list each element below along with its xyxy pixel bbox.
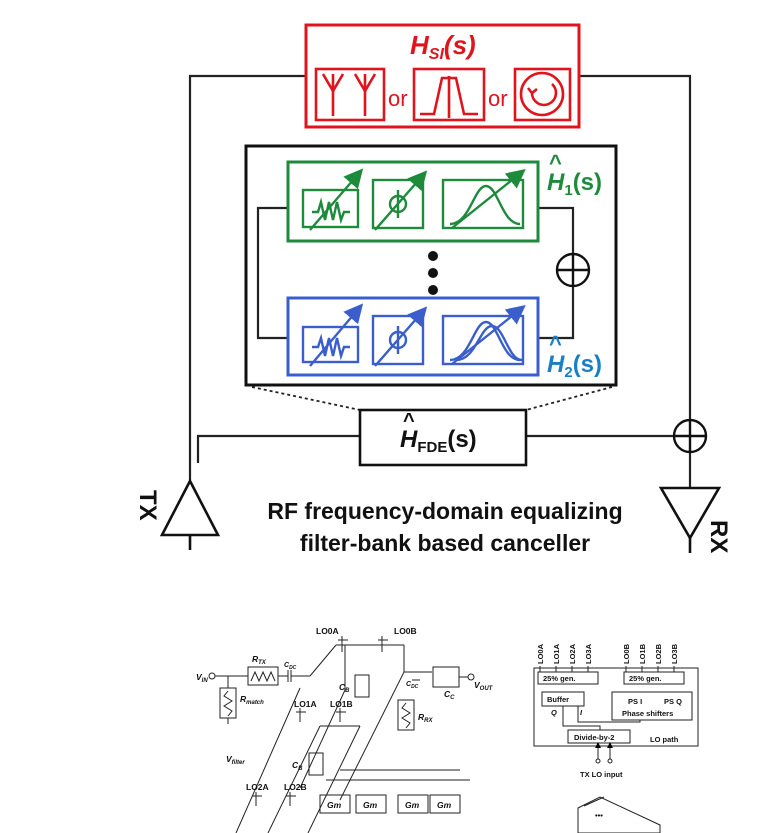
svg-text:Vfilter: Vfilter — [226, 754, 245, 766]
svg-text:Gm: Gm — [363, 800, 378, 810]
svg-text:LO3B: LO3B — [670, 643, 679, 664]
branch-2-filter: H2(s) ^ — [286, 296, 602, 381]
rx-amplifier-icon — [658, 486, 722, 553]
svg-text:Buffer: Buffer — [547, 695, 569, 704]
or-label-2: or — [488, 86, 508, 111]
svg-text:LO0A: LO0A — [316, 626, 339, 636]
si-label: HSI(s) — [410, 30, 476, 63]
or-label-1: or — [388, 86, 408, 111]
svg-text:RTX: RTX — [252, 654, 267, 666]
svg-text:LO1A: LO1A — [294, 699, 317, 709]
lo-path-block: LO0A LO1A LO2A LO3A LO0B LO1B LO2B LO3B … — [533, 643, 699, 833]
svg-text:LO1B: LO1B — [330, 699, 353, 709]
svg-text:PS Q: PS Q — [664, 697, 682, 706]
svg-text:25% gen.: 25% gen. — [543, 674, 576, 683]
branch-2-label: H2(s) — [547, 351, 602, 381]
svg-text:TX LO input: TX LO input — [580, 770, 623, 779]
svg-text:Gm: Gm — [327, 800, 342, 810]
svg-text:CC: CC — [444, 689, 455, 701]
svg-text:LO2B: LO2B — [654, 643, 663, 664]
svg-text:CB: CB — [339, 682, 350, 694]
antenna-pair-icon — [314, 67, 386, 122]
si-block: HSI(s) or or — [304, 23, 581, 129]
summer-node-outer — [672, 418, 708, 454]
svg-text:LO2A: LO2A — [246, 782, 269, 792]
dot — [428, 268, 438, 278]
circulator-icon — [513, 67, 572, 122]
branch-1-filter: H1(s) ^ — [286, 150, 602, 243]
svg-text:CDC: CDC — [406, 681, 419, 690]
zoom-lines — [251, 386, 613, 411]
caption-line-2: filter-bank based canceller — [300, 530, 590, 556]
svg-text:LO3A: LO3A — [584, 643, 593, 664]
tx-amplifier-icon — [159, 478, 221, 550]
hat-symbol: ^ — [549, 150, 562, 175]
svg-text:LO0B: LO0B — [622, 643, 631, 664]
svg-text:Q: Q — [551, 708, 557, 717]
outer-wires — [188, 74, 692, 488]
bandpass-filter-icon — [412, 67, 486, 122]
filter-bank-wiring — [256, 206, 575, 340]
dot — [428, 285, 438, 295]
hat-symbol: ^ — [403, 410, 415, 432]
hat-symbol: ^ — [549, 331, 562, 356]
svg-text:VIN: VIN — [196, 672, 208, 684]
svg-text:PS I: PS I — [628, 697, 642, 706]
svg-text:CB: CB — [292, 760, 303, 772]
rx-label: RX — [705, 520, 732, 553]
fde-label: HFDE(s) — [400, 426, 477, 456]
svg-text:LO2B: LO2B — [284, 782, 307, 792]
svg-text:LO0B: LO0B — [394, 626, 417, 636]
svg-text:Rmatch: Rmatch — [240, 694, 264, 706]
svg-text:25% gen.: 25% gen. — [629, 674, 662, 683]
svg-text:VOUT: VOUT — [474, 680, 494, 692]
branch-1-label: H1(s) — [547, 169, 602, 199]
svg-text:RRX: RRX — [418, 712, 433, 724]
svg-text:LO0A: LO0A — [536, 643, 545, 664]
svg-text:LO1B: LO1B — [638, 643, 647, 664]
summer-node-inner — [555, 252, 591, 288]
svg-text:LO2A: LO2A — [568, 643, 577, 664]
dot — [428, 251, 438, 261]
svg-text:Gm: Gm — [437, 800, 452, 810]
fde-block: HFDE(s) ^ — [358, 408, 528, 467]
svg-text:Gm: Gm — [405, 800, 420, 810]
mixer-circuit: LO0A LO0B LO1A LO1B LO2A LO2B VIN VOUT V… — [196, 626, 494, 833]
svg-text:LO path: LO path — [650, 735, 679, 744]
svg-text:CDC: CDC — [284, 662, 297, 671]
svg-text:LO1A: LO1A — [552, 643, 561, 664]
svg-text:Divide-by-2: Divide-by-2 — [574, 733, 614, 742]
svg-text:I: I — [580, 708, 583, 717]
svg-text:Phase shifters: Phase shifters — [622, 709, 673, 718]
svg-text:•••: ••• — [595, 811, 603, 820]
caption-line-1: RF frequency-domain equalizing — [267, 498, 622, 524]
tx-label: TX — [134, 490, 161, 521]
